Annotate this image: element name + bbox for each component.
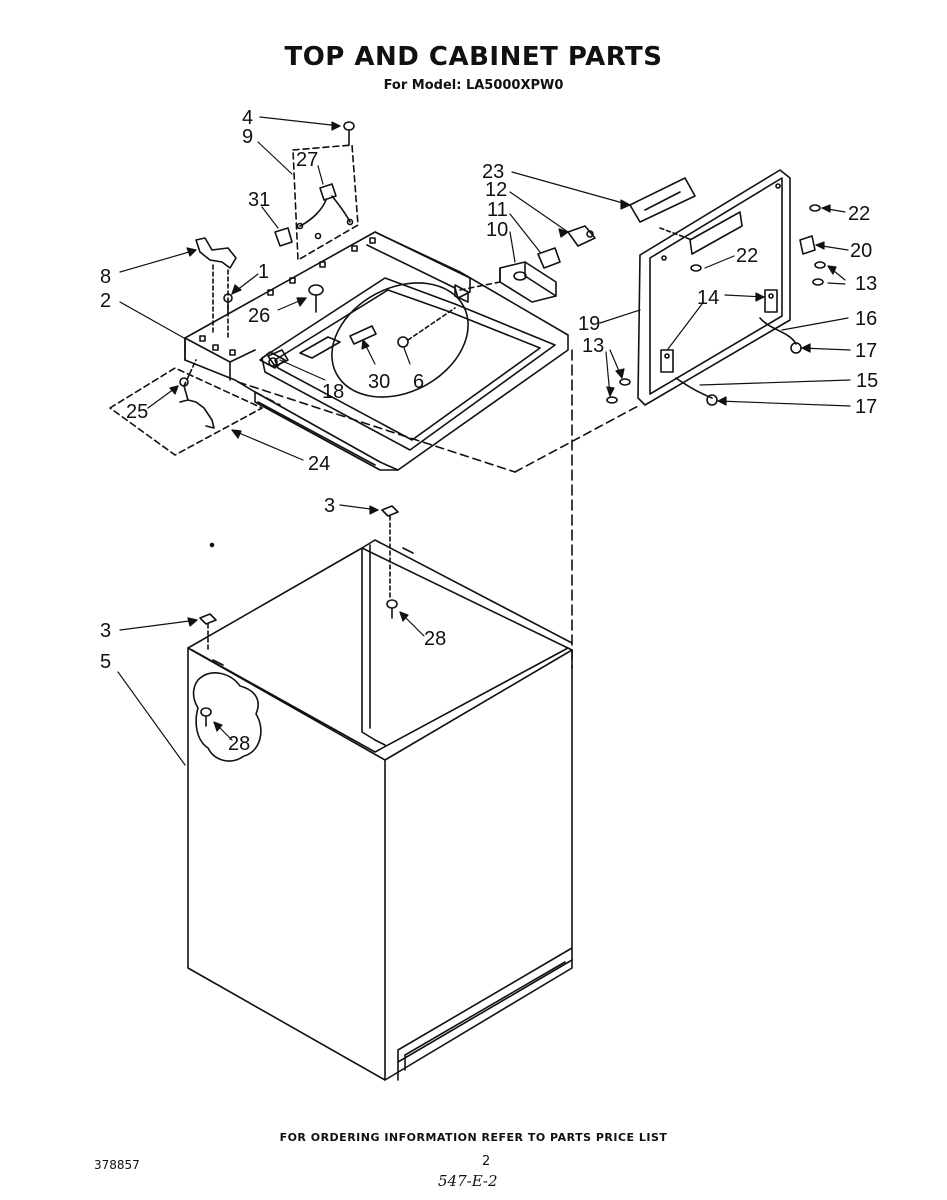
callout-30: 30 xyxy=(368,371,390,393)
page-title: TOP AND CABINET PARTS xyxy=(284,42,663,72)
part-13-screws-left xyxy=(606,378,631,404)
callout-8: 6 xyxy=(413,371,424,393)
callout-20: 20 xyxy=(850,240,872,262)
part-3-clip-rear xyxy=(381,505,399,601)
part-26-grommet xyxy=(308,284,324,313)
callout-12: 12 xyxy=(485,179,507,201)
callout-15: 15 xyxy=(856,370,878,392)
part-28-screw-front xyxy=(200,707,212,727)
callout-1: 1 xyxy=(258,261,269,283)
part-4-screw xyxy=(343,121,355,146)
part-22-screw-a xyxy=(809,204,821,212)
part-25-switch xyxy=(179,359,215,429)
part-27-wire xyxy=(296,183,354,240)
callout-22-panel: 22 xyxy=(736,245,758,267)
part-11-clip xyxy=(537,247,561,269)
callout-26: 26 xyxy=(248,305,270,327)
part-9-harness-box xyxy=(292,144,359,261)
callout-22-right: 22 xyxy=(848,203,870,225)
callout-11: 11 xyxy=(487,199,508,221)
part-12-switch xyxy=(567,225,596,247)
callout-31: 31 xyxy=(248,189,270,211)
callout-23: 23 xyxy=(482,161,504,183)
callout-3-rear: 3 xyxy=(324,495,335,517)
part-15-harness xyxy=(675,377,718,406)
callout-4: 4 xyxy=(242,107,253,129)
handwritten-reference: 547-E-2 xyxy=(438,1172,498,1190)
ordering-note: FOR ORDERING INFORMATION REFER TO PARTS … xyxy=(279,1131,668,1144)
callout-16: 16 xyxy=(855,308,877,330)
leader-lines xyxy=(117,116,851,766)
callout-6: 8 xyxy=(100,266,111,288)
part-22-screw-b xyxy=(690,264,702,272)
part-18-hinge xyxy=(267,349,289,367)
part-23-badge xyxy=(629,177,696,223)
callout-10: 10 xyxy=(486,219,508,241)
part-14-switch-a xyxy=(764,289,778,313)
page-number: 2 xyxy=(482,1154,491,1169)
model-subtitle: For Model: LA5000XPW0 xyxy=(383,78,564,93)
callout-28-front: 28 xyxy=(228,733,250,755)
document-number: 378857 xyxy=(94,1158,140,1172)
part-10-bracket xyxy=(499,261,557,303)
part-8-screw xyxy=(397,307,456,348)
callout-5: 5 xyxy=(100,651,111,673)
part-24-box xyxy=(109,367,263,456)
callout-labels: 4 9 27 31 8 1 2 26 30 6 18 25 24 23 12 1… xyxy=(100,107,878,755)
callout-18: 18 xyxy=(322,381,344,403)
callout-24: 24 xyxy=(308,453,330,475)
callout-9: 9 xyxy=(242,126,253,148)
part-3-clip-front xyxy=(199,613,217,653)
callout-17-lower: 17 xyxy=(855,396,877,418)
part-1-screw xyxy=(223,293,233,316)
part-14-switch-b xyxy=(660,349,674,373)
callout-13-left: 13 xyxy=(582,335,604,357)
part-13-screws-right xyxy=(812,261,826,286)
callout-19: 19 xyxy=(578,313,600,335)
washer-cabinet-drawing xyxy=(187,539,573,1081)
callout-2: 2 xyxy=(100,290,111,312)
callout-3-front: 3 xyxy=(100,620,111,642)
callout-27: 27 xyxy=(296,149,318,171)
callout-14: 14 xyxy=(697,287,719,309)
part-20-clip xyxy=(799,235,816,255)
callout-25: 25 xyxy=(126,401,148,423)
part-31-clip xyxy=(274,227,293,247)
part-16-harness xyxy=(759,317,802,354)
callout-28-rear: 28 xyxy=(424,628,446,650)
part-6-clip xyxy=(195,237,237,269)
part-30-bumper xyxy=(349,325,377,345)
callout-17-upper: 17 xyxy=(855,340,877,362)
washer-top-drawing xyxy=(184,231,569,471)
callout-13-right: 13 xyxy=(855,273,877,295)
part-19-control-panel xyxy=(637,169,791,406)
part-28-screw-rear xyxy=(386,599,398,619)
